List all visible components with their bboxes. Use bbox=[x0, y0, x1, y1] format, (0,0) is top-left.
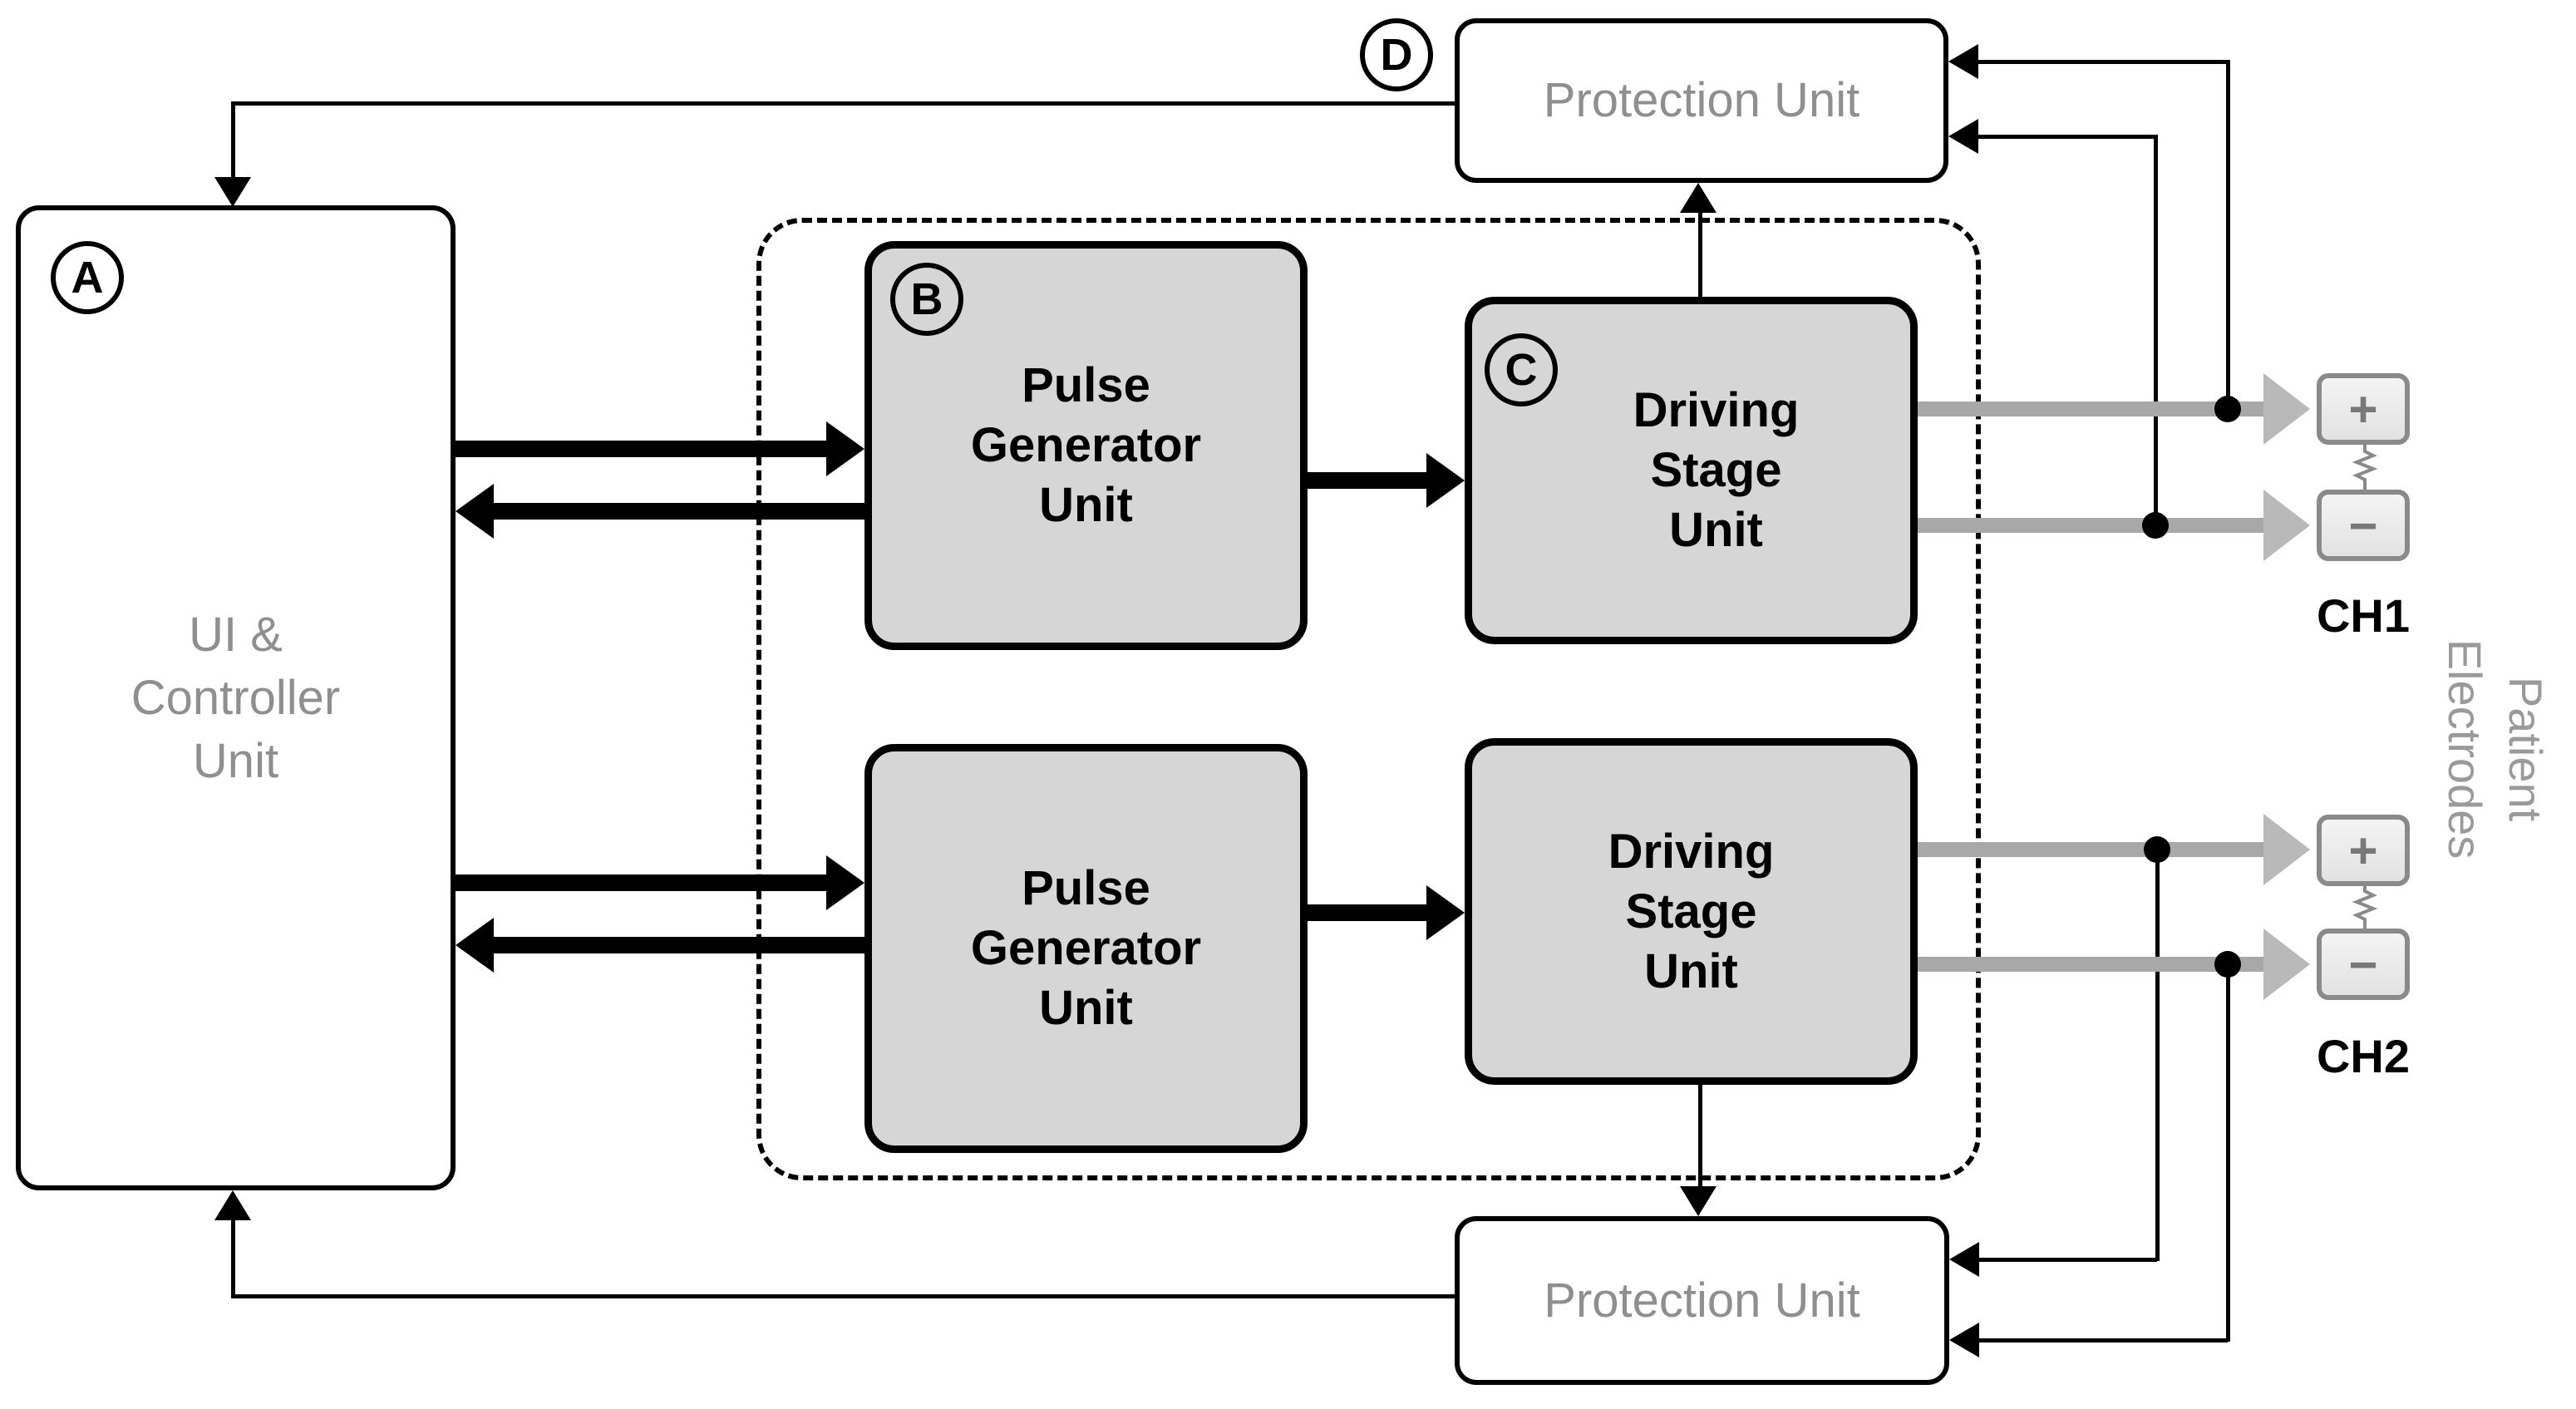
arrowhead-into-protection-top bbox=[1680, 183, 1717, 213]
tissue-impedance-ch1-icon bbox=[2352, 443, 2378, 491]
block-pulse-generator-unit-2: Pulse Generator Unit bbox=[864, 744, 1308, 1153]
label-patient-electrodes-line1: Patient bbox=[2500, 676, 2552, 822]
output-line-ch2-plus bbox=[1918, 842, 2267, 857]
pg1-label: Pulse Generator Unit bbox=[971, 356, 1201, 535]
output-arrowhead-ch1-minus bbox=[2263, 490, 2310, 561]
ds1-label-line3: Unit bbox=[1669, 503, 1763, 557]
block-pulse-generator-unit-1: Pulse Generator Unit bbox=[864, 241, 1308, 650]
badge-b: B bbox=[890, 263, 963, 336]
electrode-ch1-minus: − bbox=[2317, 490, 2410, 561]
label-patient-electrodes: Patient Electrodes bbox=[2435, 574, 2556, 924]
ds2-to-protection-line bbox=[1698, 1085, 1702, 1190]
pg1-label-line2: Generator bbox=[970, 418, 1202, 472]
badge-b-letter: B bbox=[910, 274, 943, 324]
electrode-ch1-minus-symbol: − bbox=[2348, 497, 2378, 554]
arrowhead-pg1-to-controller bbox=[456, 484, 494, 539]
arrowhead-pg1-to-ds1 bbox=[1426, 453, 1465, 508]
output-arrowhead-ch2-minus bbox=[2263, 929, 2310, 1000]
arrow-pg1-to-controller bbox=[482, 503, 864, 520]
badge-d: D bbox=[1360, 18, 1433, 91]
tissue-impedance-ch2-icon bbox=[2352, 883, 2378, 931]
pg2-label-line2: Generator bbox=[970, 921, 1202, 975]
output-arrowhead-ch2-plus bbox=[2263, 814, 2310, 885]
ds2-label-line1: Driving bbox=[1608, 824, 1775, 879]
output-line-ch1-plus bbox=[1918, 402, 2267, 416]
ds1-to-protection-line bbox=[1698, 208, 1702, 297]
ch2-plus-sense-horizontal bbox=[1976, 1258, 2157, 1262]
ch1-plus-sense-vertical bbox=[2226, 60, 2230, 412]
ch1-minus-sense-horizontal bbox=[1975, 135, 2157, 139]
ds2-label-line3: Unit bbox=[1644, 943, 1738, 998]
electrode-ch1-plus-symbol: + bbox=[2348, 381, 2378, 437]
pg2-label: Pulse Generator Unit bbox=[971, 859, 1201, 1038]
pg2-label-line3: Unit bbox=[1039, 981, 1133, 1035]
ch2-minus-sense-horizontal bbox=[1976, 1338, 2228, 1342]
badge-d-letter: D bbox=[1380, 30, 1413, 80]
ch1-plus-sense-horizontal bbox=[1975, 60, 2229, 64]
ui-controller-label-line1: UI & bbox=[189, 607, 283, 662]
badge-c-letter: C bbox=[1505, 345, 1538, 395]
channel-units-dashed-group bbox=[756, 218, 1981, 1180]
arrowhead-into-controller-bottom bbox=[214, 1190, 251, 1220]
ds1-label-line1: Driving bbox=[1633, 383, 1800, 437]
label-patient-electrodes-line2: Electrodes bbox=[2439, 638, 2491, 860]
arrowhead-into-protection-bottom bbox=[1680, 1186, 1717, 1216]
badge-c: C bbox=[1485, 333, 1558, 406]
ch2-plus-sense-vertical bbox=[2155, 848, 2160, 1261]
badge-a: A bbox=[51, 241, 124, 314]
electrode-ch2-plus-symbol: + bbox=[2348, 822, 2378, 879]
ui-controller-label-line3: Unit bbox=[192, 733, 279, 788]
badge-a-letter: A bbox=[71, 253, 104, 303]
feedback-line-bottom-horizontal bbox=[233, 1294, 1455, 1298]
arrowhead-protection2-lower bbox=[1949, 1323, 1979, 1357]
arrowhead-protection2-upper bbox=[1949, 1242, 1979, 1277]
output-arrowhead-ch1-plus bbox=[2263, 373, 2310, 445]
protection-top-label: Protection Unit bbox=[1543, 73, 1860, 127]
arrow-pg2-to-controller bbox=[482, 937, 864, 953]
junction-dot-ch1-minus bbox=[2142, 512, 2169, 539]
junction-dot-ch2-minus bbox=[2214, 951, 2241, 978]
label-ch1: CH1 bbox=[2316, 589, 2411, 642]
output-line-ch2-minus bbox=[1918, 957, 2267, 972]
feedback-line-bottom-vertical bbox=[231, 1217, 235, 1298]
block-protection-unit-top: Protection Unit bbox=[1455, 18, 1948, 183]
arrowhead-protection1-upper bbox=[1948, 44, 1978, 79]
arrow-controller-to-pg2 bbox=[456, 874, 838, 891]
electrode-ch2-minus-symbol: − bbox=[2348, 936, 2378, 993]
arrow-pg1-to-ds1 bbox=[1308, 472, 1436, 489]
ds1-label: Driving Stage Unit bbox=[1633, 381, 1800, 560]
block-protection-unit-bottom: Protection Unit bbox=[1455, 1216, 1949, 1385]
electrode-ch1-plus: + bbox=[2317, 373, 2410, 445]
block-driving-stage-unit-2: Driving Stage Unit bbox=[1465, 738, 1918, 1085]
feedback-line-top-vertical bbox=[231, 101, 235, 180]
arrowhead-controller-to-pg2 bbox=[826, 855, 864, 910]
ch2-minus-sense-vertical bbox=[2226, 963, 2230, 1342]
arrow-controller-to-pg1 bbox=[456, 441, 838, 457]
output-line-ch1-minus bbox=[1918, 518, 2267, 533]
block-ui-controller-unit: UI & Controller Unit bbox=[16, 205, 456, 1190]
protection-bottom-label: Protection Unit bbox=[1544, 1273, 1860, 1328]
ui-controller-label: UI & Controller Unit bbox=[131, 604, 340, 793]
electrode-ch2-minus: − bbox=[2317, 929, 2410, 1000]
arrowhead-pg2-to-controller bbox=[456, 918, 494, 973]
electrode-ch2-plus: + bbox=[2317, 815, 2410, 886]
junction-dot-ch2-plus bbox=[2144, 836, 2170, 863]
ds2-label-line2: Stage bbox=[1625, 884, 1757, 939]
junction-dot-ch1-plus bbox=[2214, 396, 2241, 422]
arrowhead-controller-to-pg1 bbox=[826, 421, 864, 476]
pg2-label-line1: Pulse bbox=[1022, 861, 1150, 915]
arrowhead-protection1-lower bbox=[1948, 119, 1978, 154]
feedback-line-top-horizontal bbox=[233, 101, 1455, 106]
label-ch2: CH2 bbox=[2316, 1030, 2411, 1082]
pg1-label-line1: Pulse bbox=[1022, 358, 1150, 412]
arrowhead-into-controller-top bbox=[214, 177, 251, 207]
pg1-label-line3: Unit bbox=[1039, 478, 1133, 532]
ds1-label-line2: Stage bbox=[1650, 443, 1782, 497]
ds2-label: Driving Stage Unit bbox=[1608, 822, 1775, 1002]
arrow-pg2-to-ds2 bbox=[1308, 904, 1436, 921]
ch1-minus-sense-vertical bbox=[2154, 135, 2158, 529]
arrowhead-pg2-to-ds2 bbox=[1426, 885, 1465, 940]
ui-controller-label-line2: Controller bbox=[131, 670, 341, 725]
